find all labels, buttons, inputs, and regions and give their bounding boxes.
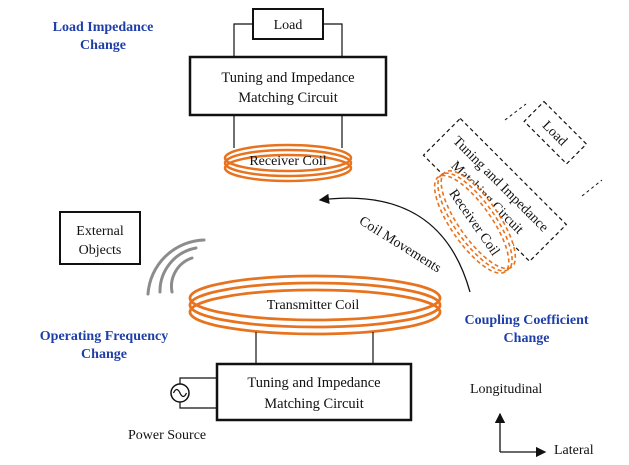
longitudinal-label: Longitudinal: [470, 382, 543, 397]
operating-frequency-change-label: Operating Frequency Change: [4, 328, 204, 364]
power-wire-top: [179, 377, 217, 385]
coil-movement-arrow: [318, 193, 471, 293]
coupling-coefficient-change-label: Coupling Coefficient Change: [424, 312, 629, 348]
rx-load-wire-right: [323, 23, 343, 57]
rx-coil-label: Receiver Coil: [249, 154, 326, 169]
transmitter-coil: [188, 274, 442, 336]
rx-tuning-line1: Tuning and Impedance: [221, 70, 354, 86]
coupling-coefficient-line1: Coupling Coefficient: [464, 313, 589, 328]
external-objects-box: [59, 211, 141, 265]
field-waves-icon: [146, 238, 206, 296]
lateral-label: Lateral: [554, 443, 594, 458]
external-objects-line2: Objects: [79, 243, 122, 258]
operating-frequency-line1: Operating Frequency: [39, 329, 169, 344]
power-wire-bottom: [179, 401, 217, 409]
tx-tuning-line1: Tuning and Impedance: [247, 375, 380, 391]
external-objects-line1: External: [76, 224, 124, 239]
load-impedance-line2: Change: [80, 38, 126, 53]
load-impedance-change-label: Load Impedance Change: [18, 19, 188, 55]
moved-load-group: Load: [523, 100, 588, 165]
rx-load-text: Load: [274, 18, 303, 33]
tx-tuning-box: [215, 362, 413, 422]
tx-tuning-line2: Matching Circuit: [264, 396, 363, 412]
coupling-coefficient-line2: Change: [503, 331, 550, 346]
coil-movements-label: Coil Movements: [356, 214, 443, 276]
operating-frequency-line2: Change: [81, 347, 127, 362]
rx-tuning-box: [188, 55, 388, 117]
ac-source-icon: [170, 383, 190, 403]
moved-wire-1: [504, 103, 527, 121]
tx-coil-label: Transmitter Coil: [267, 298, 360, 313]
moved-wire-2: [581, 179, 603, 197]
power-source-label: Power Source: [128, 428, 207, 443]
rx-load-wire-left: [233, 23, 253, 57]
axes-indicator: [494, 412, 547, 458]
load-impedance-line1: Load Impedance: [52, 20, 154, 35]
receiver-coil: [223, 143, 353, 183]
rx-tuning-line2: Matching Circuit: [238, 90, 337, 106]
moved-load-box: [523, 100, 588, 165]
